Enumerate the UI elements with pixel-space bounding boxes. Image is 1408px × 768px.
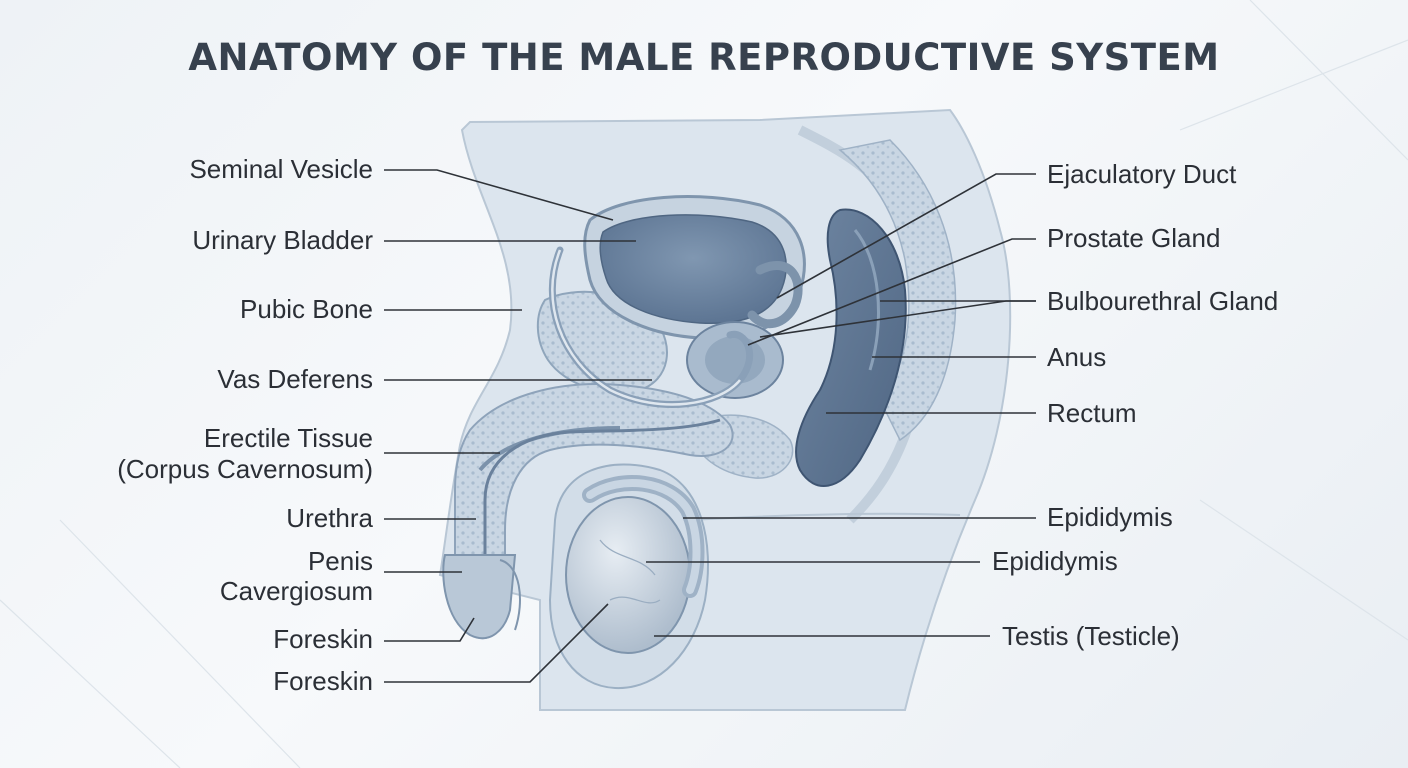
left-labels: Seminal Vesicle Urinary Bladder Pubic Bo… (117, 154, 652, 696)
label-prostate-gland: Prostate Gland (1047, 223, 1220, 253)
label-ejaculatory-duct: Ejaculatory Duct (1047, 159, 1237, 189)
right-labels: Ejaculatory Duct Prostate Gland Bulboure… (646, 159, 1278, 651)
vas-deferens-inner (551, 249, 741, 406)
label-anus: Anus (1047, 342, 1106, 372)
label-urinary-bladder: Urinary Bladder (192, 225, 373, 255)
seminal-vesicle (747, 261, 803, 329)
testis (565, 496, 691, 654)
label-seminal-vesicle: Seminal Vesicle (189, 154, 373, 184)
label-bulbourethral-gland: Bulbourethral Gland (1047, 286, 1278, 316)
label-urethra: Urethra (286, 503, 373, 533)
leader-ejaculatory-duct (776, 173, 1036, 299)
label-rectum: Rectum (1047, 398, 1137, 428)
page-title: ANATOMY OF THE MALE REPRODUCTIVE SYSTEM (188, 36, 1220, 79)
label-foreskin-1: Foreskin (273, 624, 373, 654)
leader-prostate-gland (747, 238, 1036, 346)
leader-bulbourethral-gland-b (759, 300, 1036, 338)
label-vas-deferens: Vas Deferens (217, 364, 373, 394)
label-testis: Testis (Testicle) (1002, 621, 1180, 651)
label-pubic-bone: Pubic Bone (240, 294, 373, 324)
leader-foreskin-1 (384, 617, 475, 642)
leader-foreskin-2 (384, 603, 609, 683)
label-epididymis-1: Epididymis (1047, 502, 1173, 532)
label-corpus-cavernosum: (Corpus Cavernosum) (117, 454, 373, 484)
urinary-bladder (583, 195, 806, 340)
label-epididymis-2: Epididymis (992, 546, 1118, 576)
label-cavergiosum: Cavergiosum (220, 576, 373, 606)
leader-seminal-vesicle (384, 169, 614, 221)
penis (442, 383, 734, 640)
sacrum-spine (838, 139, 957, 442)
label-foreskin-2: Foreskin (273, 666, 373, 696)
label-penis: Penis (308, 546, 373, 576)
label-erectile-tissue: Erectile Tissue (204, 423, 373, 453)
epididymis (582, 475, 705, 598)
